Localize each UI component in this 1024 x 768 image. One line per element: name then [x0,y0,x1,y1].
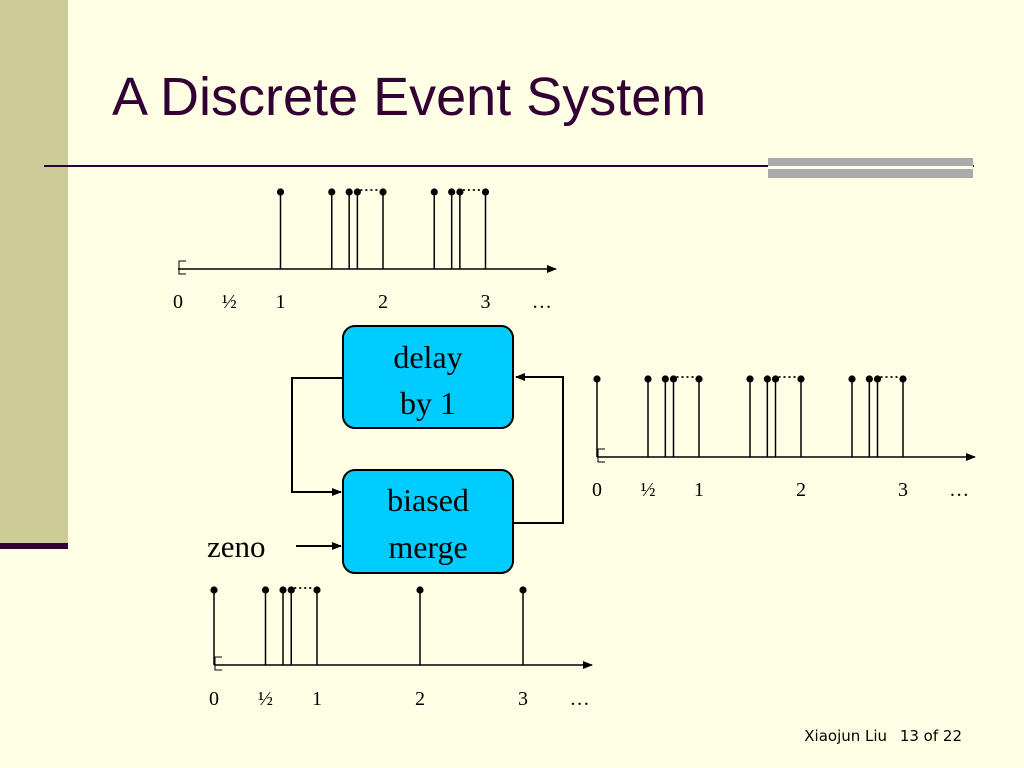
delay-block-label-line1: delay [393,339,462,375]
event-dot [899,375,907,383]
signal-plot-bottom: 0 ½ 1 2 3 … [209,586,593,710]
event-dot [448,188,456,196]
event-dot [481,188,490,196]
tick-label: 2 [796,479,806,501]
tick-label: 1 [312,688,322,710]
footer-page-number: 13 of 22 [899,727,962,745]
event-dot [593,375,601,383]
sidebar-band [0,0,68,548]
event-dot [430,188,438,196]
signal-plot-right: 0 ½ 1 2 3 … [592,375,976,501]
event-dot [644,375,652,383]
event-dot [287,586,295,594]
biased-merge-block: biased merge [342,469,514,574]
sidebar-rule [0,543,68,549]
event-dot [210,586,218,594]
title-rule-accent [768,158,973,178]
tick-label: ½ [641,479,656,501]
event-dot [873,375,882,383]
axis-origin-mark [178,260,186,275]
tick-label: ½ [222,291,237,313]
tick-label: 1 [694,479,704,501]
merge-block-label-line1: biased [387,482,469,518]
tick-label: 3 [518,688,528,710]
tick-label: 3 [481,291,491,313]
event-dot [261,586,270,594]
tick-label: 1 [276,291,286,313]
zeno-input-label: zeno [207,529,266,564]
axis-origin-mark [597,448,605,463]
event-dot [345,188,353,196]
signal-plot-top: 0 ½ 1 2 3 … [173,188,557,313]
event-dot [669,375,678,383]
event-dot [661,375,669,383]
tick-label: 2 [378,291,388,313]
footer-author: Xiaojun Liu [804,727,888,745]
title-rule [44,165,974,167]
tick-label: … [570,688,590,710]
delay-block: delay by 1 [342,325,514,429]
event-dot [746,375,754,383]
tick-label: 0 [173,291,183,313]
delay-to-merge-connector [291,377,343,496]
event-dot [771,375,780,383]
event-dot [848,375,856,383]
tick-label: ½ [258,688,273,710]
event-dot [279,586,287,594]
event-dot [519,586,527,594]
event-dot [379,188,387,196]
tick-label: … [949,479,969,501]
tick-label: 0 [592,479,602,501]
merge-block-label-line2: merge [388,529,467,565]
event-dot [313,586,321,594]
slide-footer: Xiaojun Liu 13 of 22 [804,727,962,745]
merge-to-delay-connector [513,373,564,524]
event-dot [456,188,464,196]
tick-label: 2 [415,688,425,710]
axis-origin-mark [214,656,222,671]
event-dot [328,188,336,196]
slide-title: A Discrete Event System [112,67,707,127]
tick-label: 3 [898,479,908,501]
event-dot [695,375,703,383]
event-dot [865,375,873,383]
event-dot [763,375,771,383]
event-dot [353,188,361,196]
tick-label: 0 [209,688,219,710]
event-dot [416,586,424,594]
event-dot [797,375,805,383]
event-dot [276,188,285,196]
delay-block-label-line2: by 1 [400,385,456,421]
tick-label: … [532,291,552,313]
